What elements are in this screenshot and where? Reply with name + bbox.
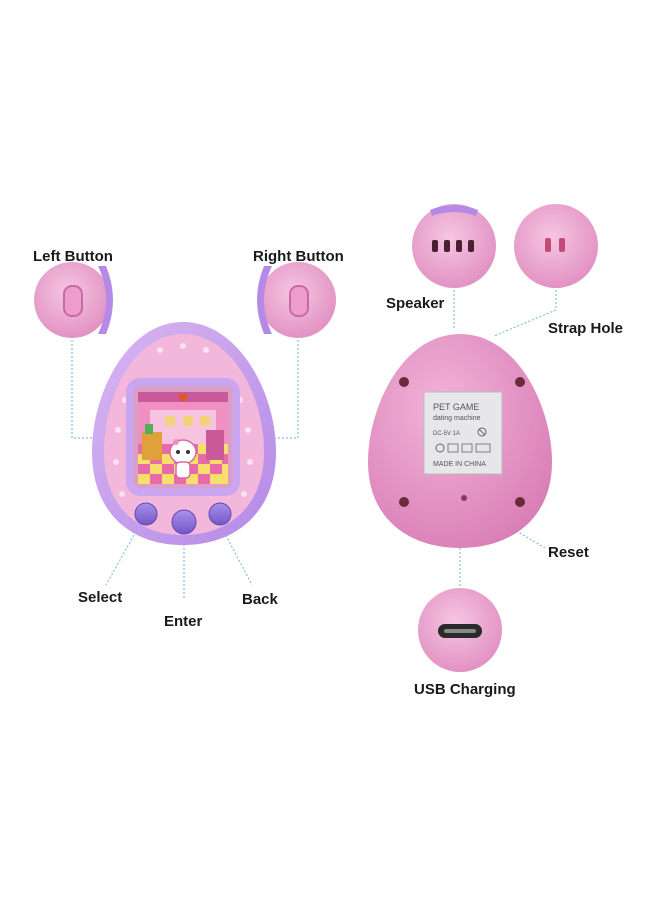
front-device <box>34 262 336 600</box>
front-buttons <box>134 502 232 535</box>
screw-holes <box>399 377 525 507</box>
label-power-rating: DC-5V 1A <box>433 431 460 437</box>
callout-strap-hole: Strap Hole <box>548 320 624 337</box>
usb-port-zoom <box>418 588 502 672</box>
callout-reset: Reset <box>548 544 589 561</box>
strap-hole-zoom <box>514 204 598 288</box>
pet-character <box>169 439 197 479</box>
callout-usb-charging: USB Charging <box>414 681 516 698</box>
enter-button <box>171 509 197 535</box>
callout-right-button: Right Button <box>253 248 344 265</box>
label-dating-machine: dating machine <box>433 415 481 422</box>
label-made-in-china: MADE IN CHINA <box>433 461 486 468</box>
back-label-plate: PET GAME dating machine DC-5V 1A MADE IN… <box>423 391 503 475</box>
callout-left-button: Left Button <box>33 248 113 265</box>
back-device: PET GAME dating machine DC-5V 1A MADE IN… <box>368 204 598 672</box>
no-dispose-icon <box>477 427 487 437</box>
speaker-zoom <box>412 204 496 288</box>
back-button <box>208 502 232 526</box>
right-button-zoom <box>257 262 336 338</box>
left-button-zoom <box>34 262 113 338</box>
callout-back: Back <box>242 591 278 608</box>
certification-marks-icon <box>435 443 491 453</box>
label-pet-game: PET GAME <box>433 402 479 412</box>
callout-select: Select <box>78 589 123 606</box>
callout-speaker: Speaker <box>386 295 445 312</box>
front-pattern-dots <box>113 343 253 497</box>
reset-pinhole <box>461 495 467 501</box>
select-button <box>134 502 158 526</box>
callout-enter: Enter <box>164 613 203 630</box>
